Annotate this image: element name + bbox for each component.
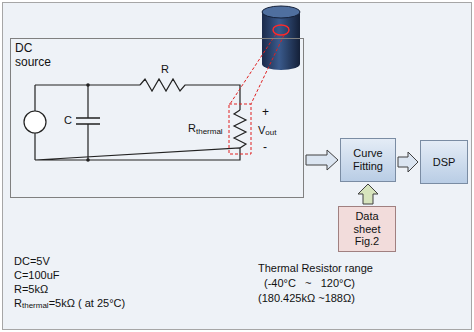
thermistor-symbol [234,110,246,148]
thermistor-highlight [229,104,251,154]
text-label: V [258,124,265,136]
cylinder-top [262,6,300,18]
dc-source-symbol [24,111,46,133]
block-arrow [358,184,378,204]
text-label: R [188,122,196,134]
zoom-leader-line [230,34,284,104]
text-label: + [262,106,269,119]
text-label: (-40°C ~ 120°C) [264,277,355,289]
text-label: R=5kΩ [14,283,48,295]
outer-frame [3,3,472,330]
junction-dot [86,83,90,87]
label-part: thermal [196,128,223,137]
label-part: out [265,129,276,138]
process-box: DSP [420,140,468,184]
box-label: Curve Fitting [344,147,392,172]
junction-dot [86,158,90,162]
text-label: C=100uF [14,269,60,281]
wire [35,85,240,160]
text-label: C [64,114,72,126]
text-label: - [263,141,267,154]
circuit-wires [35,85,240,160]
text-label: R [14,297,22,309]
source-panel: DC source [10,38,304,198]
box-label: DSP [433,156,456,169]
process-box: Curve Fitting [340,138,396,182]
wire [87,85,88,160]
box-label: Data sheet Fig.2 [342,210,392,248]
label-part: thermal [22,302,49,311]
sensor-spot [273,25,289,35]
text-label: R [161,63,169,75]
text-label: (180.425kΩ ~188Ω) [258,292,355,304]
block-arrow [306,150,338,170]
text-label: Thermal Resistor range [258,262,373,274]
text-label: DC=5V [14,255,50,267]
panel-title: DC source [11,39,61,70]
resistor-symbol [140,79,190,91]
label-part: =5kΩ ( at 25°C) [49,297,126,309]
block-arrow [398,152,418,172]
capacitor-symbol [76,118,100,124]
data-box: Data sheet Fig.2 [338,206,396,252]
